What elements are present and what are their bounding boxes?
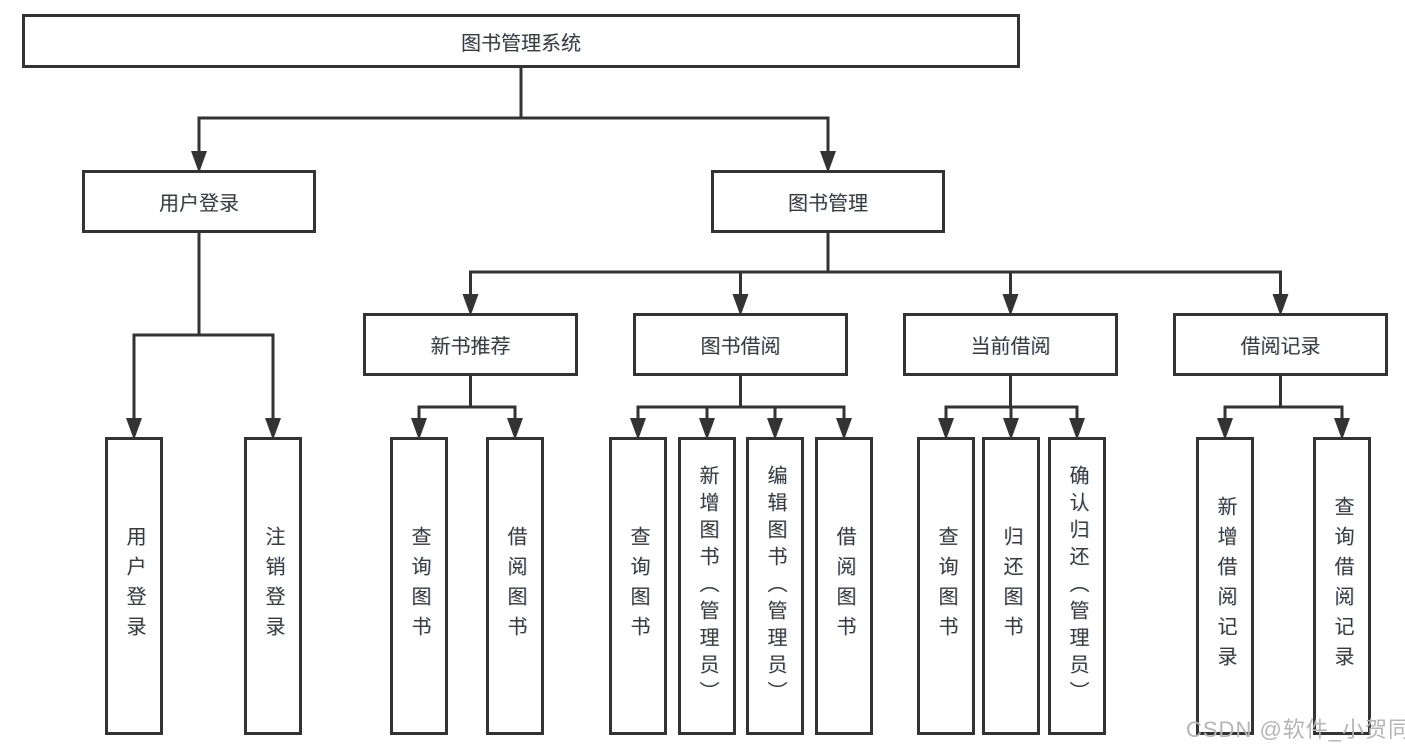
watermark-text: CSDN @软件_小贺同学 [1186,717,1405,742]
arrowhead [1003,418,1019,440]
arrowhead [1069,418,1085,440]
arrowhead [630,418,646,440]
arrowhead [1334,418,1350,440]
arrowhead [836,418,852,440]
arrowhead [411,418,427,440]
arrowhead [732,294,749,316]
arrowhead [767,418,783,440]
arrowhead [507,418,523,440]
arrowhead [1272,294,1289,316]
arrowhead [1217,418,1233,440]
arrowhead [699,418,715,440]
arrowhead [820,151,836,173]
arrowhead [265,418,281,440]
arrowhead [938,418,954,440]
arrowhead [462,294,479,316]
arrowhead [1002,294,1019,316]
arrowhead [191,151,207,173]
arrowhead [126,418,142,440]
